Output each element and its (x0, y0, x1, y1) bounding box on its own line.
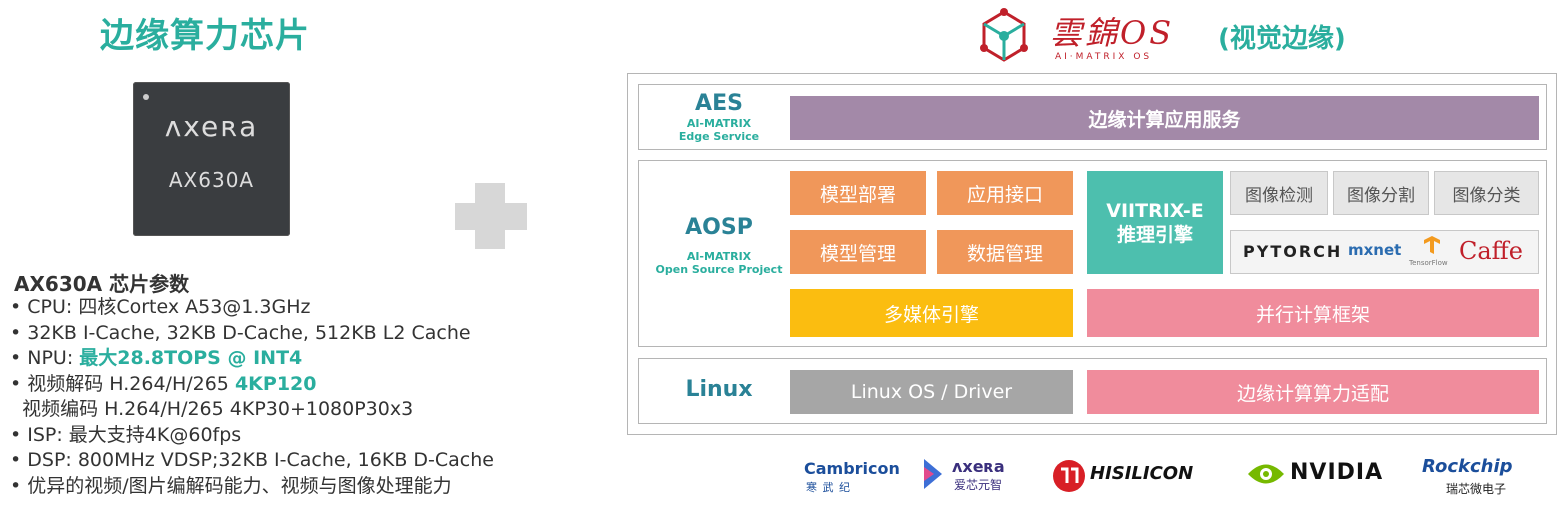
rockchip-logo: Rockchip (1422, 456, 1513, 477)
nvidia-logo: NVIDIA (1290, 460, 1384, 485)
tensorflow-icon (1422, 235, 1442, 255)
spec-vdec-highlight: 4KP120 (234, 372, 317, 395)
inference-engine-box: VIITRIX-E 推理引擎 (1087, 171, 1223, 274)
hisilicon-logo: HISILICON (1090, 463, 1194, 484)
aes-sub1: AI-MATRIX (686, 117, 752, 130)
linux-label: Linux (685, 377, 753, 402)
spec-npu-prefix: • NPU: (10, 347, 80, 369)
axera-icon (924, 459, 942, 489)
model-manage-box: 模型管理 (790, 230, 926, 274)
logo-text: 雲錦OS (1050, 14, 1175, 52)
spec-vdec-prefix: • 视频解码 H.264/H/265 (10, 372, 235, 395)
parallel-compute-box: 并行计算框架 (1087, 289, 1539, 337)
vision-edge-title: (视觉边缘) (1218, 24, 1346, 54)
rockchip-cn: 瑞芯微电子 (1446, 482, 1507, 496)
mxnet-logo: mxnet (1348, 241, 1402, 259)
aosp-sub1: AI-MATRIX (686, 250, 752, 263)
image-classify-box: 图像分类 (1434, 171, 1539, 215)
plus-icon (455, 203, 527, 230)
spec-npu-highlight: 最大28.8TOPS @ INT4 (79, 347, 303, 369)
spec-vdec: • 视频解码 H.264/H/265 4KP120 (10, 372, 494, 398)
hisilicon-icon (1053, 460, 1085, 492)
spec-title: AX630A 芯片参数 (14, 272, 190, 296)
chip-pin1-dot (143, 94, 149, 100)
linux-driver-box: Linux OS / Driver (790, 370, 1073, 414)
aes-layer: AES AI-MATRIX Edge Service 边缘计算应用服务 (638, 84, 1547, 150)
logo-subtext: AI·MATRIX OS (1055, 52, 1153, 62)
aosp-sub2: Open Source Project (655, 263, 783, 276)
cambricon-logo: Cambricon (804, 459, 900, 478)
spec-media: • 优异的视频/图片编解码能力、视频与图像处理能力 (10, 474, 452, 497)
chip-image: ʌxeʀa AX630A (133, 82, 290, 236)
app-interface-box: 应用接口 (937, 171, 1073, 215)
model-deploy-box: 模型部署 (790, 171, 926, 215)
chip-model-label: AX630A (168, 168, 255, 192)
spec-isp: • ISP: 最大支持4K@60fps (10, 423, 242, 446)
ai-matrix-logo-icon (980, 8, 1028, 62)
engine-name: VIITRIX-E (1106, 199, 1204, 222)
page-title: 边缘算力芯片 (100, 16, 310, 56)
edge-app-service-box: 边缘计算应用服务 (790, 96, 1539, 140)
compute-adapt-box: 边缘计算算力适配 (1087, 370, 1539, 414)
chip-brand-logo: ʌxeʀa (164, 110, 259, 143)
multimedia-engine-box: 多媒体引擎 (790, 289, 1073, 337)
pytorch-logo: PYTORCH (1243, 242, 1343, 261)
spec-list: • CPU: 四核Cortex A53@1.3GHz • 32KB I-Cach… (10, 295, 494, 499)
engine-cn: 推理引擎 (1116, 223, 1193, 246)
architecture-frame: AES AI-MATRIX Edge Service 边缘计算应用服务 AOSP… (627, 73, 1557, 435)
partner-logos: Cambricon 寒 武 纪 ʌxeʀa 爱芯元智 HISILICON NVI… (800, 455, 1540, 500)
image-detect-box: 图像检测 (1230, 171, 1328, 215)
spec-npu: • NPU: 最大28.8TOPS @ INT4 (10, 346, 494, 372)
axera-logo: ʌxeʀa (952, 457, 1005, 476)
linux-layer: Linux Linux OS / Driver 边缘计算算力适配 (638, 358, 1547, 424)
spec-cpu: • CPU: 四核Cortex A53@1.3GHz (10, 296, 311, 318)
aosp-layer: AOSP AI-MATRIX Open Source Project 模型部署 … (638, 160, 1547, 347)
spec-dsp: • DSP: 800MHz VDSP;32KB I-Cache, 16KB D-… (10, 449, 494, 471)
image-segment-box: 图像分割 (1333, 171, 1429, 215)
aes-sub2: Edge Service (678, 130, 760, 143)
caffe-logo: Caffe (1459, 237, 1523, 265)
nvidia-icon (1248, 464, 1284, 484)
cambricon-cn: 寒 武 纪 (806, 481, 851, 494)
tensorflow-logo: TensorFlow (1409, 259, 1448, 267)
framework-logos-box: PYTORCH mxnet TensorFlow Caffe (1230, 230, 1539, 274)
aosp-label: AOSP (685, 215, 753, 240)
spec-venc: 视频编码 H.264/H/265 4KP30+1080P30x3 (10, 398, 414, 420)
spec-cache: • 32KB I-Cache, 32KB D-Cache, 512KB L2 C… (10, 321, 471, 344)
aes-label: AES (695, 91, 743, 116)
axera-cn: 爱芯元智 (954, 478, 1003, 492)
data-manage-box: 数据管理 (937, 230, 1073, 274)
